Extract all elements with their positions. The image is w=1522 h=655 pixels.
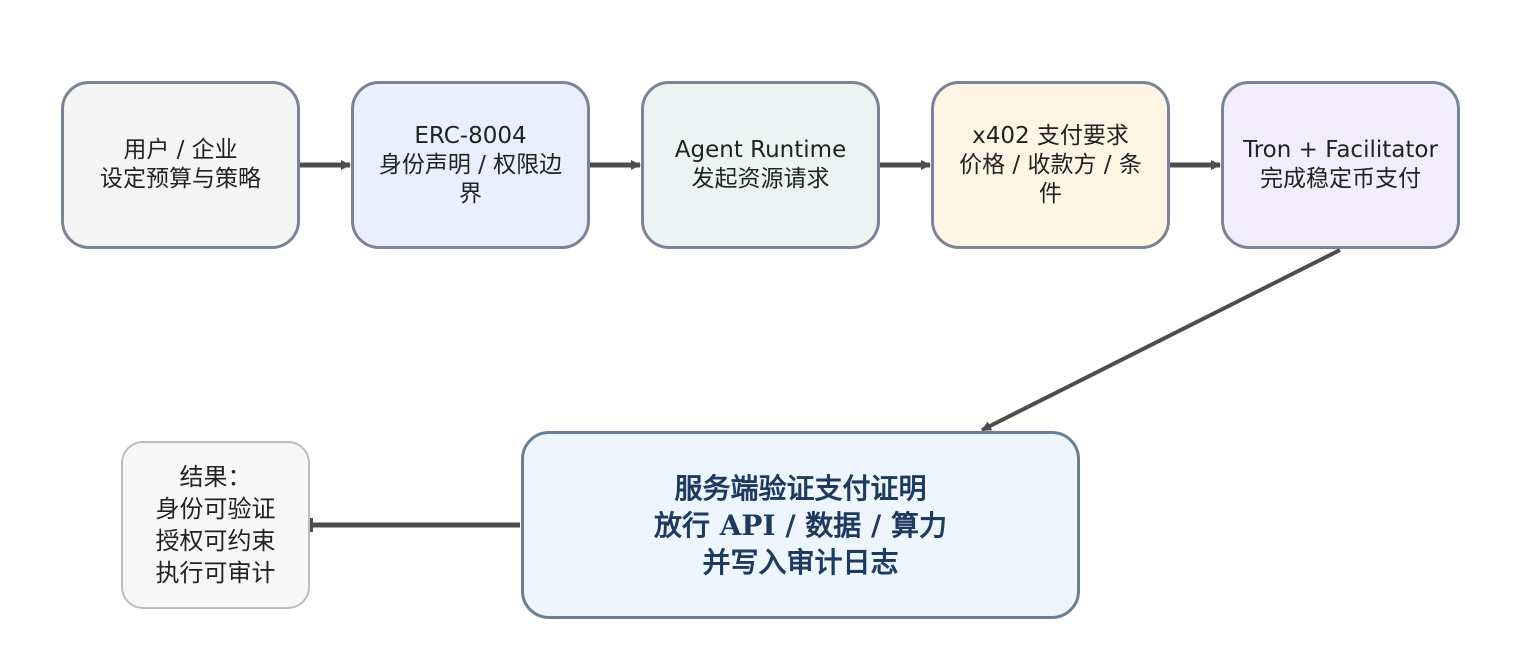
edge-server-to-result-head: [310, 518, 313, 532]
node-x402-line-1: x402 支付要求: [972, 122, 1129, 149]
node-erc8004-line-1: ERC-8004: [414, 122, 527, 149]
node-agent-line-1: Agent Runtime: [674, 137, 847, 163]
node-result-line-3: 授权可约束: [155, 527, 276, 555]
node-user-enterprise: 用户 / 企业 设定预算与策略: [61, 81, 300, 249]
node-user-line-2: 设定预算与策略: [100, 166, 261, 192]
node-erc8004: ERC-8004 身份声明 / 权限边界: [351, 81, 590, 249]
node-tron-line-1: Tron + Facilitator: [1243, 137, 1438, 163]
node-agent-runtime: Agent Runtime 发起资源请求: [641, 81, 880, 249]
node-agent-line-2: 发起资源请求: [691, 166, 830, 192]
node-erc8004-line-2: 身份声明 / 权限边界: [378, 151, 563, 207]
node-server-line-1: 服务端验证支付证明: [674, 471, 927, 505]
node-server-line-2: 放行 API / 数据 / 算力: [653, 508, 948, 542]
node-result-line-1: 结果：: [179, 463, 252, 491]
node-tron-line-2: 完成稳定币支付: [1259, 166, 1421, 192]
node-server-verify: 服务端验证支付证明 放行 API / 数据 / 算力 并写入审计日志: [521, 431, 1080, 619]
edge-tron-to-server: [981, 248, 1341, 432]
node-tron-facilitator: Tron + Facilitator 完成稳定币支付: [1221, 81, 1460, 249]
node-result: 结果： 身份可验证 授权可约束 执行可审计: [121, 441, 310, 609]
node-result-line-4: 执行可审计: [155, 559, 276, 587]
node-x402-line-2: 价格 / 收款方 / 条件: [959, 151, 1142, 207]
node-x402-payment: x402 支付要求 价格 / 收款方 / 条件: [931, 81, 1170, 249]
node-user-line-1: 用户 / 企业: [123, 137, 238, 163]
node-server-line-3: 并写入审计日志: [702, 545, 899, 579]
node-result-line-2: 身份可验证: [155, 495, 276, 523]
